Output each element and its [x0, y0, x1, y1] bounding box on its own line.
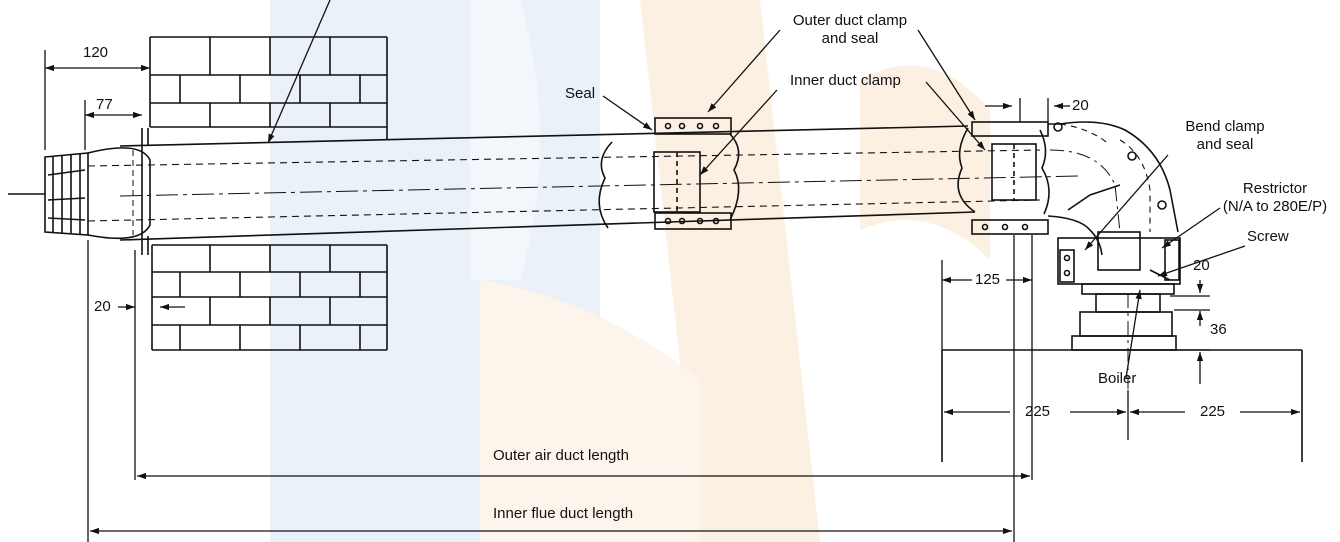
screw-label: Screw	[1247, 228, 1289, 245]
dimension-120: 120	[83, 44, 109, 61]
restrictor-label-line1: Restrictor	[1242, 180, 1308, 197]
dimension-20-top: 20	[1072, 97, 1089, 114]
terminal	[8, 147, 151, 240]
dimension-36: 36	[1210, 321, 1227, 338]
bend-clamp-label-line1: Bend clamp	[1185, 118, 1265, 135]
seal-label: Seal	[565, 85, 596, 102]
inner-clamp-label: Inner duct clamp	[790, 72, 901, 89]
boiler-body	[941, 349, 1303, 462]
dimension-225-right: 225	[1200, 403, 1226, 420]
dimension-77: 77	[96, 96, 113, 113]
wall-lower	[151, 244, 388, 351]
inner-flue-duct-length-label: Inner flue duct length	[493, 505, 634, 522]
outer-clamp-label-line2: and seal	[821, 30, 879, 47]
bend-clamp-label-line2: and seal	[1196, 136, 1254, 153]
bend-assembly	[957, 121, 1181, 420]
outer-clamp-label: Outer duct clamp and seal	[770, 12, 930, 48]
outer-clamp-label-line1: Outer duct clamp	[792, 12, 908, 29]
boiler-label: Boiler	[1098, 370, 1137, 387]
dimension-20-left: 20	[94, 298, 111, 315]
outer-air-duct	[87, 125, 1081, 255]
dimension-225-left: 225	[1025, 403, 1051, 420]
mid-cutaway	[598, 117, 740, 230]
restrictor-label: Restrictor (N/A to 280E/P)	[1210, 180, 1340, 216]
restrictor-label-line2: (N/A to 280E/P)	[1222, 198, 1328, 215]
dimension-20-restrictor: 20	[1193, 257, 1210, 274]
dimension-lines	[44, 50, 1300, 542]
dimension-125: 125	[975, 271, 1001, 288]
leader-lines	[267, 0, 1246, 379]
outer-air-duct-length-label: Outer air duct length	[493, 447, 629, 464]
wall-upper	[149, 36, 388, 140]
bend-clamp-label: Bend clamp and seal	[1170, 118, 1280, 154]
